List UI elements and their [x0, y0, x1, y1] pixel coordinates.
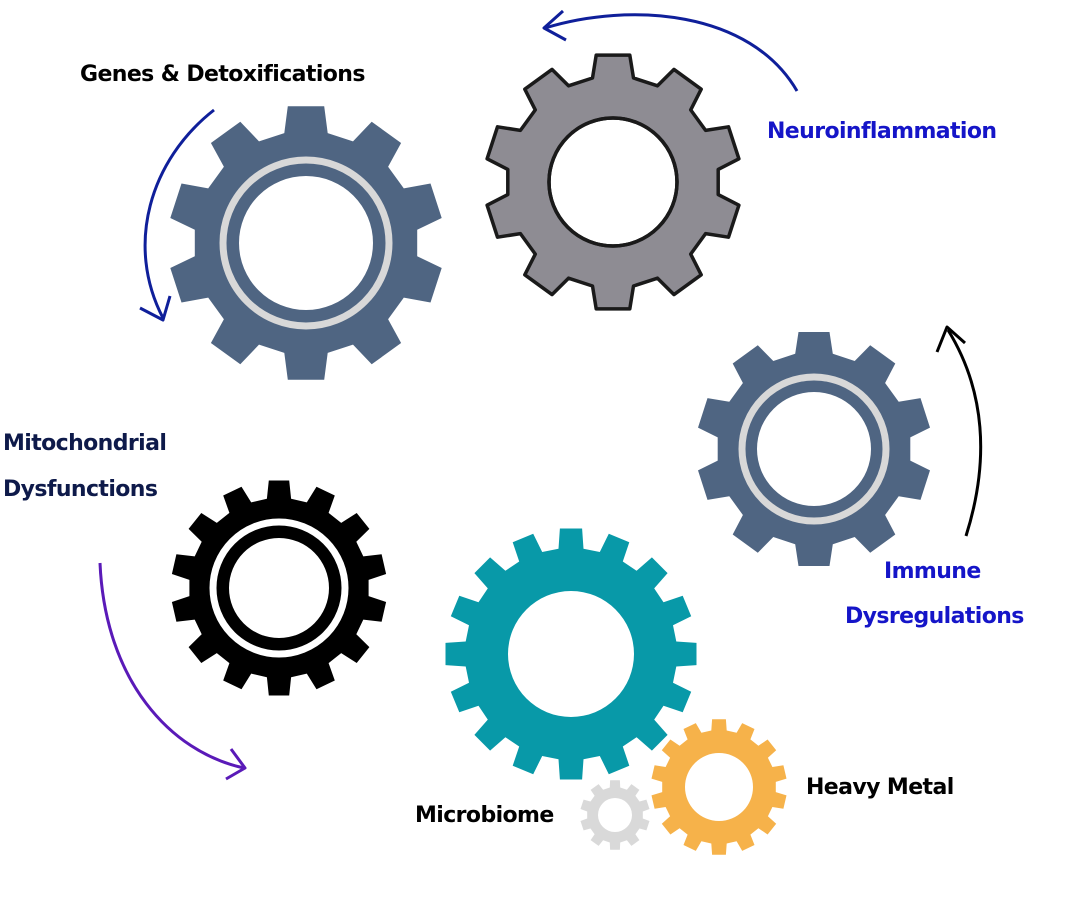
cog-ring	[219, 156, 393, 330]
arrow-genes-head	[139, 295, 172, 322]
arrow-mito-curve	[98, 562, 245, 770]
cog-ring	[209, 518, 349, 658]
cog-body	[485, 53, 741, 311]
label-dysregulations: Dysregulations	[845, 604, 1024, 629]
arrow-neuro-curve	[544, 13, 799, 92]
label-mitochondrial: Mitochondrial	[3, 431, 166, 456]
cog-body	[698, 332, 930, 566]
arrow-immune-curve	[946, 329, 983, 537]
cog-body	[445, 528, 697, 780]
arrow-mito-head	[225, 748, 247, 781]
cog-icon	[170, 106, 442, 380]
label-immune: Immune	[884, 559, 981, 584]
cog-ring	[738, 373, 890, 525]
cog-hole-outline	[547, 116, 679, 248]
cog-icon	[485, 53, 741, 311]
arrow-genes-curve	[143, 108, 215, 319]
label-genes-detoxifications: Genes & Detoxifications	[80, 62, 365, 87]
label-dysfunctions: Dysfunctions	[3, 477, 158, 502]
cog-body	[580, 780, 650, 850]
arrow-neuro-head	[542, 9, 567, 42]
cog-icon	[171, 480, 387, 696]
cog-body	[170, 106, 442, 380]
cog-body	[651, 719, 787, 855]
label-neuroinflammation: Neuroinflammation	[767, 119, 996, 144]
cog-icon	[651, 719, 787, 855]
cog-icon	[445, 528, 697, 780]
cog-body	[171, 480, 387, 696]
label-microbiome: Microbiome	[415, 803, 554, 828]
cog-icon	[698, 332, 930, 566]
cog-icon	[580, 780, 650, 850]
arrow-immune-head	[935, 325, 966, 353]
label-heavy-metal: Heavy Metal	[806, 775, 954, 800]
